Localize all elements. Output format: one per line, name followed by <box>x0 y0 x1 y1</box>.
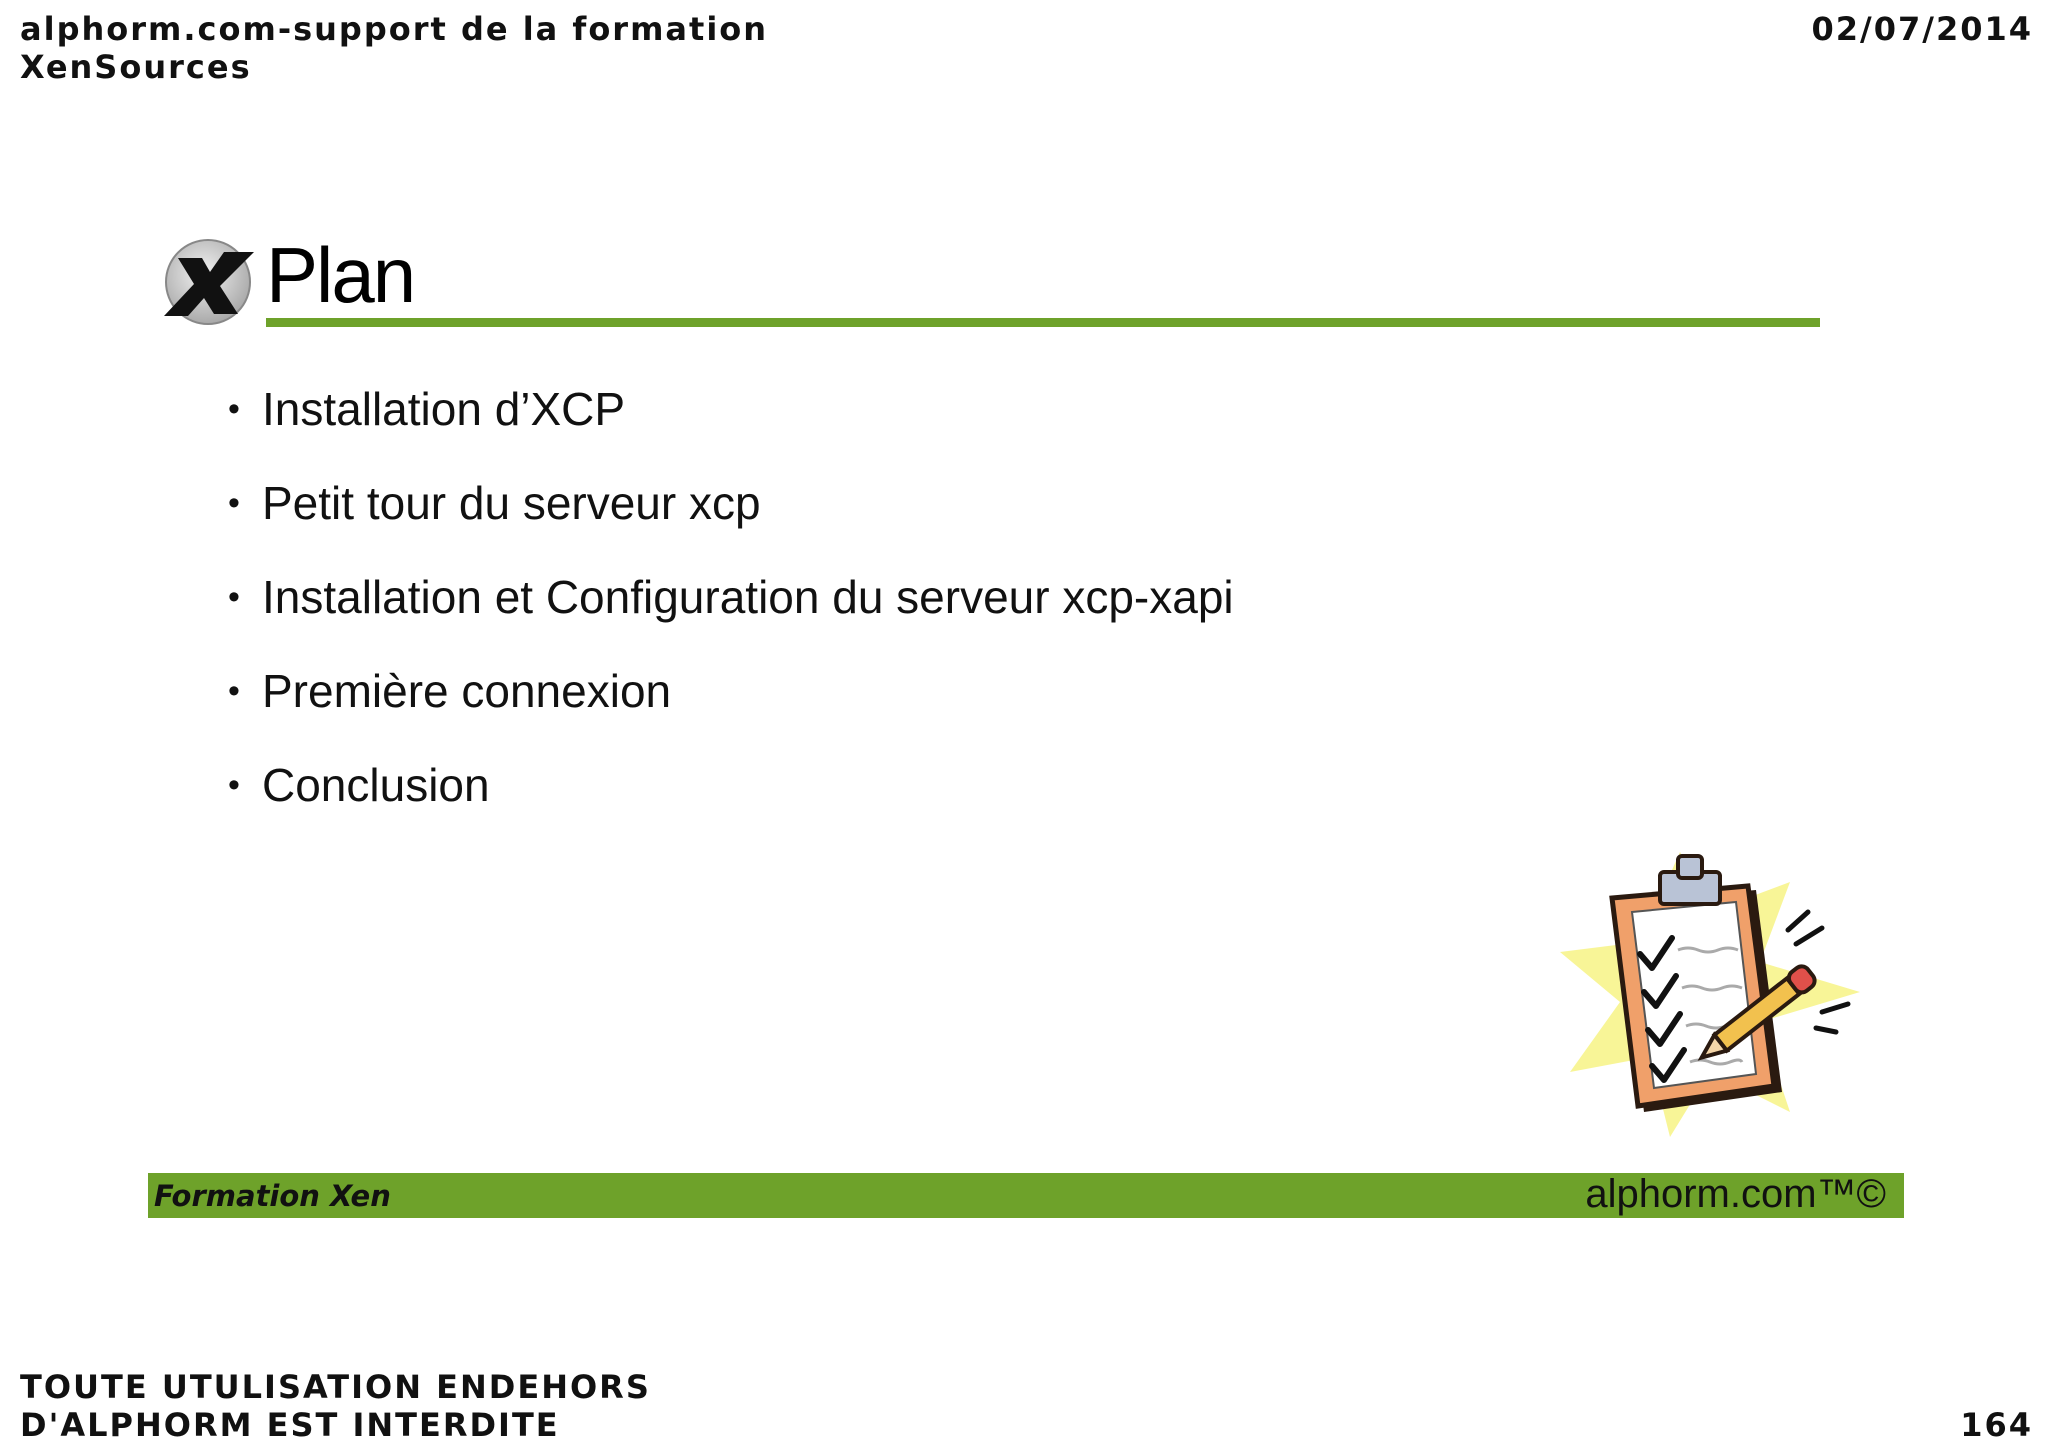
xen-x-logo-icon <box>158 236 258 328</box>
footer-course-name: Formation Xen <box>154 1179 391 1213</box>
bullet-icon: • <box>228 390 240 428</box>
bullet-icon: • <box>228 766 240 804</box>
header-date: 02/07/2014 <box>1811 10 2033 48</box>
list-item: • Conclusion <box>228 738 1234 832</box>
footer-notice-line-1: TOUTE UTULISATION ENDEHORS <box>20 1368 651 1406</box>
agenda-list: • Installation d’XCP • Petit tour du serve… <box>228 362 1234 832</box>
list-item: • Petit tour du serveur xcp <box>228 456 1234 550</box>
list-item: • Première connexion <box>228 644 1234 738</box>
bullet-icon: • <box>228 672 240 710</box>
slide-footer-bar: Formation Xen alphorm.com™© <box>148 1172 1904 1218</box>
list-item: • Installation et Configuration du serveu… <box>228 550 1234 644</box>
header-title-line-1: alphorm.com-support de la formation <box>20 10 769 48</box>
bullet-icon: • <box>228 578 240 616</box>
title-divider <box>266 318 1820 327</box>
page-number: 164 <box>1960 1406 2033 1444</box>
footer-notice-line-2: D'ALPHORM EST INTERDITE <box>20 1406 560 1444</box>
document-header-title: alphorm.com-support de la formation XenS… <box>20 10 768 86</box>
header-title-line-2: XenSources <box>20 48 252 86</box>
list-item-text: Installation d’XCP <box>262 383 626 435</box>
list-item: • Installation d’XCP <box>228 362 1234 456</box>
clipboard-checklist-icon <box>1560 842 1872 1140</box>
slide-title: Plan <box>266 231 416 319</box>
list-item-text: Première connexion <box>262 665 672 717</box>
footer-brand: alphorm.com™© <box>1585 1172 1886 1216</box>
list-item-text: Installation et Configuration du serveur… <box>262 571 1234 623</box>
list-item-text: Petit tour du serveur xcp <box>262 477 761 529</box>
document-footer-notice: TOUTE UTULISATION ENDEHORS D'ALPHORM EST… <box>20 1368 651 1444</box>
list-item-text: Conclusion <box>262 759 490 811</box>
bullet-icon: • <box>228 484 240 522</box>
